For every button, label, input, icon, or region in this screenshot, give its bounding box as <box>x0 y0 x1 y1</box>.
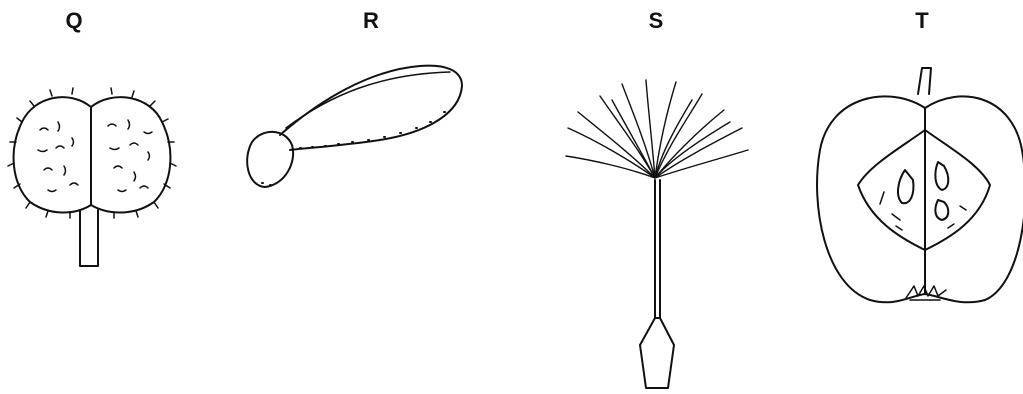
fruit-r-wing-vein <box>286 72 450 128</box>
fruit-r-wing <box>280 66 462 150</box>
fruit-q-left-lobe <box>14 97 91 212</box>
fruit-t-core-marks <box>880 192 966 230</box>
fruit-t-seed-left <box>898 170 913 203</box>
fruit-s-pappus <box>566 80 748 178</box>
fruit-q-right-lobe <box>91 97 170 212</box>
fruit-t-seed-right-top <box>935 162 948 190</box>
fruit-t-drawing <box>817 68 1023 302</box>
fruit-t-stalk <box>918 68 931 94</box>
fruit-t-seed-right-bottom <box>935 200 948 220</box>
fruit-r-dots <box>262 112 445 185</box>
fruit-r-seed <box>247 132 293 187</box>
fruit-q-stalk <box>80 210 98 266</box>
fruit-q-surface-marks <box>38 120 152 192</box>
fruit-q-drawing <box>8 88 176 266</box>
fruit-r-drawing <box>247 66 462 187</box>
fruit-t-outline <box>817 96 1023 302</box>
fruit-s-drawing <box>566 80 748 388</box>
fruit-s-achene <box>640 318 674 388</box>
